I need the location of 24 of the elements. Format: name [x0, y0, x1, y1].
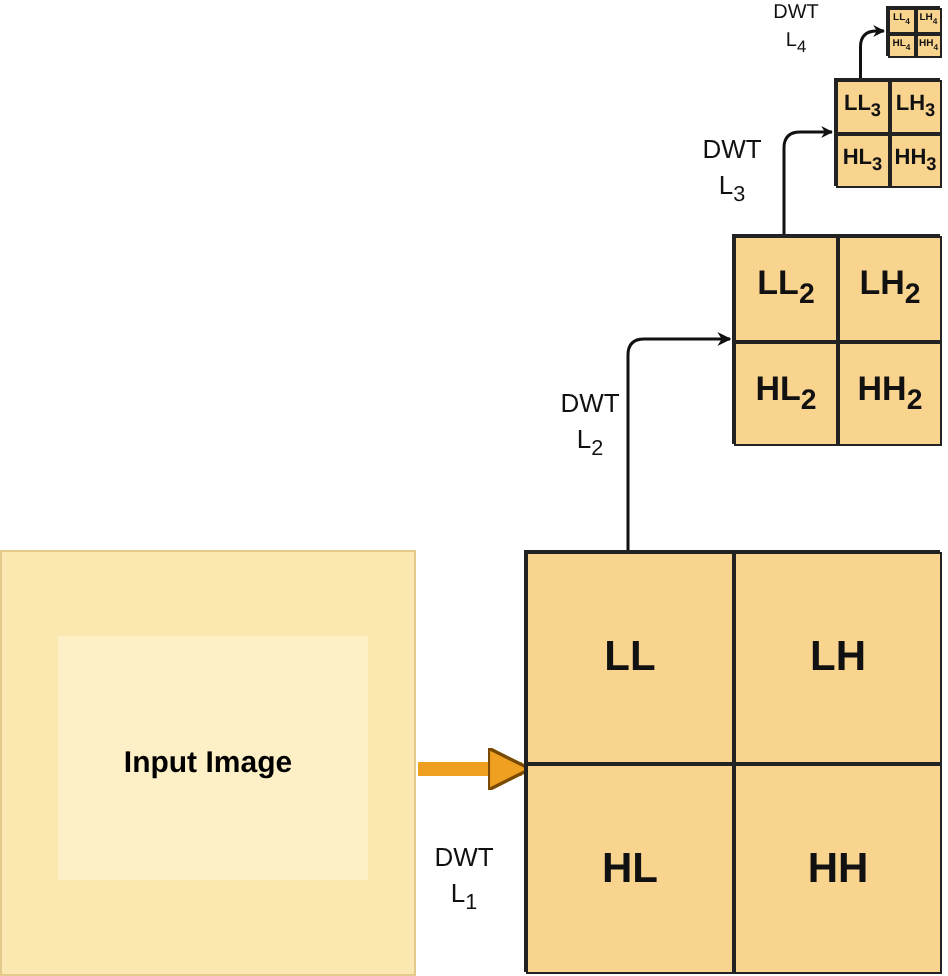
subband-grid: [886, 6, 940, 56]
subband-cell: HH$_{2}$: [838, 341, 942, 446]
edge-label: DWT L$_{4}$: [771, 0, 821, 58]
subband-cell: LL$_{2}$: [734, 236, 838, 341]
edge-label: DWT L$_{2}$: [558, 386, 622, 464]
subband-cell: LL: [526, 552, 734, 763]
subband-cell: HH: [734, 763, 942, 974]
image-box: Input Image: [0, 550, 416, 976]
subband-grid: [524, 550, 940, 972]
subband-cell: HL$_{2}$: [734, 341, 838, 446]
subband-grid: [834, 78, 940, 186]
subband-cell: LH$_{2}$: [838, 236, 942, 341]
subband-cell: LH$_{3}$: [889, 80, 942, 134]
arrow: [859, 25, 886, 78]
edge-label: DWT L$_{3}$: [700, 132, 764, 210]
edge-label: DWT L$_{1}$: [432, 840, 496, 918]
subband-cell: HL$_{3}$: [836, 134, 889, 188]
subband-cell: LL$_{3}$: [836, 80, 889, 134]
arrow: [782, 126, 834, 234]
arrow: [626, 332, 732, 550]
subband-cell: HH$_{3}$: [889, 134, 942, 188]
subband-cell: HL: [526, 763, 734, 974]
subband-grid: [732, 234, 940, 444]
subband-cell: LH: [734, 552, 942, 763]
